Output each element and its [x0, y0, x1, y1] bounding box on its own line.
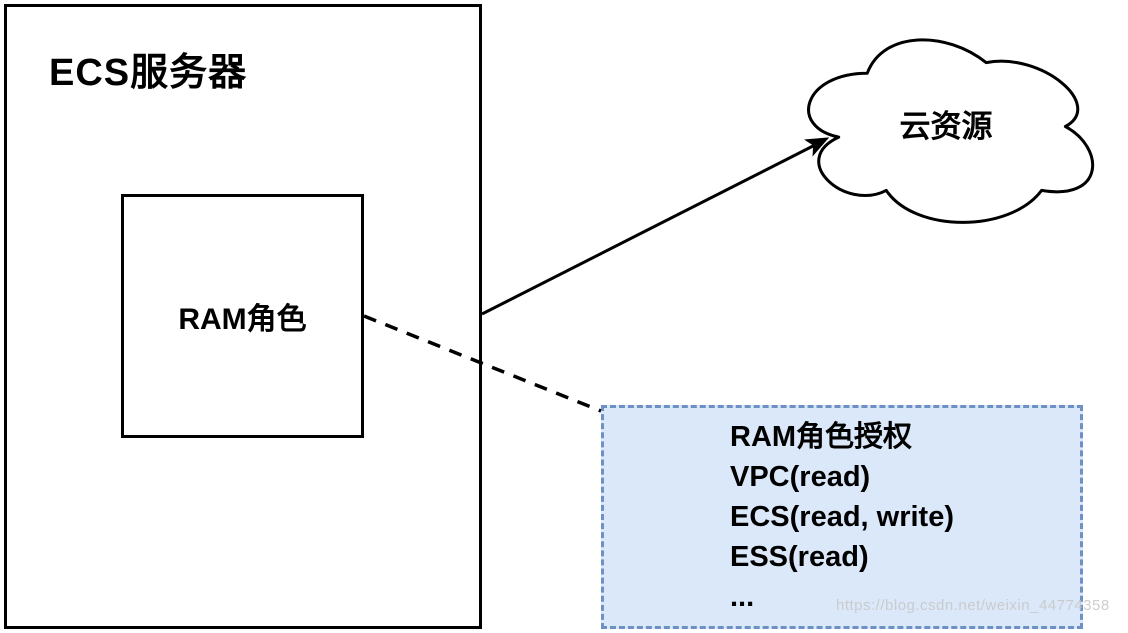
ram-auth-text: RAM角色授权 VPC(read) ECS(read, write) ESS(r… — [730, 417, 954, 617]
ram-role-label: RAM角色 — [178, 303, 307, 336]
watermark: https://blog.csdn.net/weixin_44774358 — [836, 597, 1110, 614]
ram-auth-item-vpc: VPC(read) — [730, 461, 871, 493]
ram-auth-title: RAM角色授权 — [730, 421, 913, 453]
ram-auth-panel: RAM角色授权 VPC(read) ECS(read, write) ESS(r… — [601, 405, 1083, 629]
ecs-server-label: ECS服务器 — [49, 52, 248, 94]
arrow-to-cloud-line — [481, 144, 815, 316]
ram-auth-item-ecs: ECS(read, write) — [730, 501, 954, 533]
arrow-to-cloud-head — [803, 137, 830, 157]
ram-auth-item-ellipsis: ... — [730, 581, 755, 613]
ram-auth-item-ess: ESS(read) — [730, 541, 869, 573]
ram-role-box: RAM角色 — [121, 194, 364, 438]
cloud-label: 云资源 — [899, 109, 993, 144]
